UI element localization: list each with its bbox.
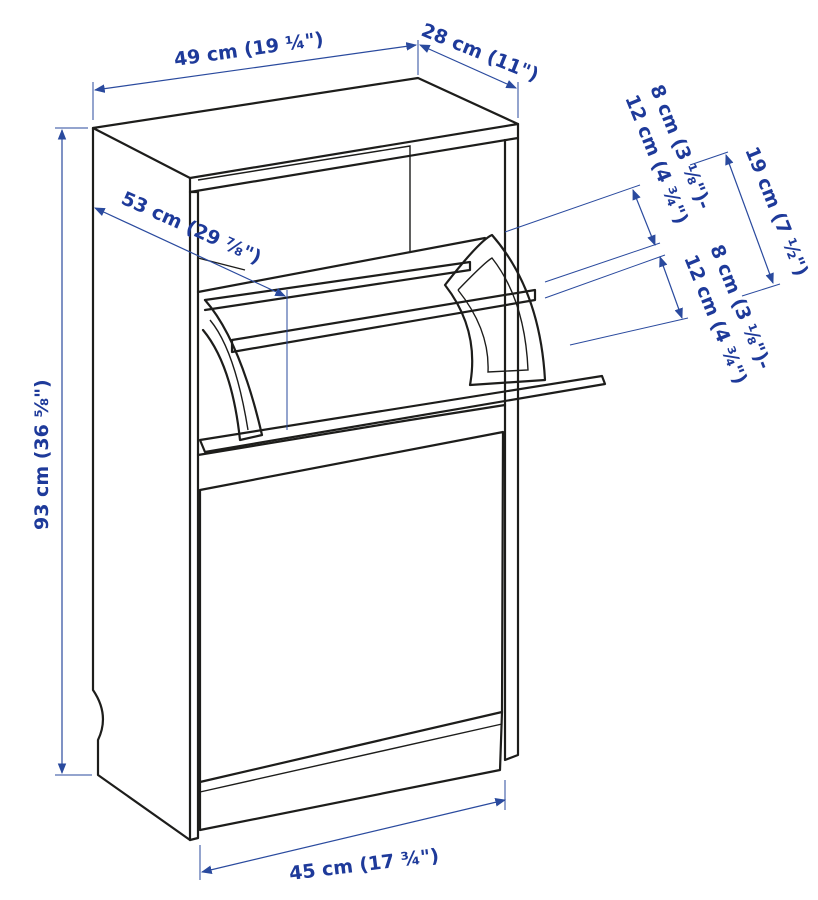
shoe-rail-lower (203, 260, 472, 312)
label-compartment-height: 19 cm (7 ½") (740, 144, 812, 280)
cabinet-top-edge (188, 122, 520, 194)
dim-line-28 (419, 44, 517, 89)
lower-door (198, 430, 505, 784)
hinge-inner-right (457, 257, 529, 373)
label-height: 93 cm (36 ⅝") (31, 379, 53, 530)
dim-line-19 (725, 153, 774, 285)
hinge-mechanism-right (443, 233, 547, 387)
plinth-line (199, 723, 503, 793)
label-width-bottom: 45 cm (17 ¾") (288, 845, 440, 885)
right-side-panel (503, 136, 520, 762)
hinge-inner-left (209, 319, 249, 431)
dim-line-53 (94, 207, 286, 297)
dimension-lines (55, 40, 781, 880)
cabinet-drawing (91, 76, 607, 842)
dim-line-49 (93, 42, 418, 93)
left-side-panel (91, 126, 192, 842)
left-front-edge (188, 190, 200, 842)
upper-opening (196, 236, 507, 457)
open-flap (198, 374, 607, 454)
dim-line-lower-shoe (659, 255, 683, 320)
dim-line-45 (200, 798, 507, 874)
dim-line-upper-shoe (632, 188, 656, 247)
shoe-rail-upper (230, 288, 537, 354)
inner-back (197, 145, 411, 252)
label-depth-top: 49 cm (19 ¼") (173, 28, 325, 71)
hinge-mechanism-left (201, 298, 264, 442)
